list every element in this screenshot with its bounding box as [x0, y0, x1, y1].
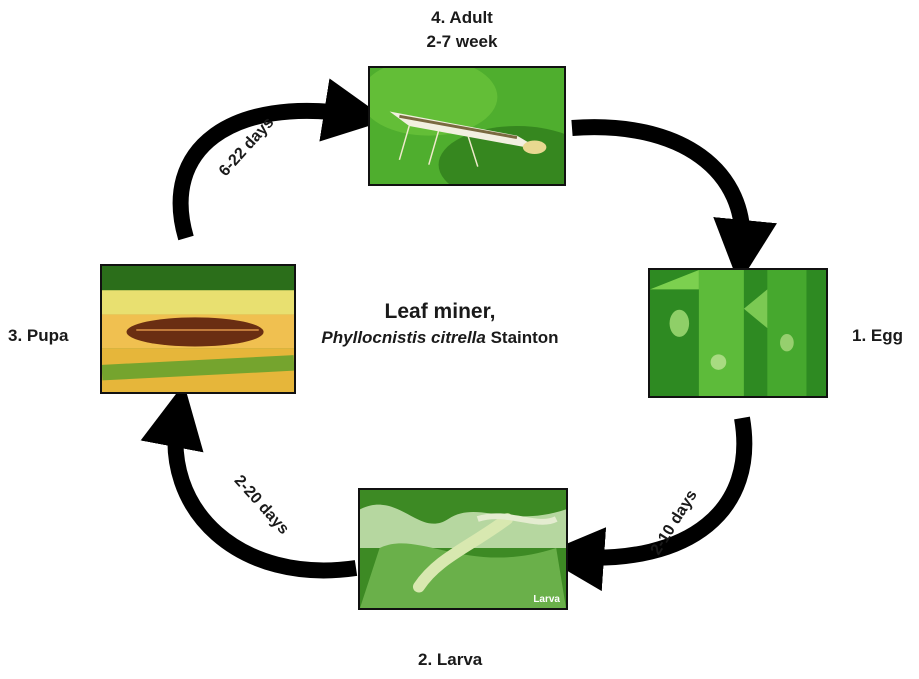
egg-stage-label: 1. Egg	[852, 326, 904, 345]
egg-photo	[648, 268, 828, 398]
title-authority: Stainton	[490, 328, 559, 347]
arrow-pupa-to-adult	[172, 78, 388, 241]
pupa-stage-label: 3. Pupa	[8, 326, 69, 345]
arrow-larva-to-pupa	[140, 383, 358, 579]
adult-label: 4. Adult	[431, 8, 493, 27]
arrow-adult-to-egg	[571, 119, 777, 284]
title-species: citrella	[431, 328, 486, 347]
duration-larva-to-pupa: 2-20 days	[231, 472, 293, 538]
larva-stage-label: 2. Larva	[418, 650, 483, 669]
arrow-egg-to-larva	[540, 416, 753, 592]
diagram-title: Leaf miner, Phyllocnistis citrella Stain…	[300, 300, 580, 348]
adult-duration: 2-7 week	[426, 32, 498, 51]
larva-photo: Larva	[358, 488, 568, 610]
larva-photo-caption: Larva	[533, 594, 560, 605]
title-scientific-name: Phyllocnistis citrella Stainton	[300, 328, 580, 348]
adult-stage-label: 4. Adult 2-7 week	[402, 8, 522, 52]
pupa-image	[102, 266, 294, 392]
adult-moth-image	[370, 68, 564, 184]
larva-image	[360, 490, 566, 608]
egg-image	[650, 270, 826, 396]
pupa-photo	[100, 264, 296, 394]
title-common-name: Leaf miner,	[384, 300, 496, 323]
adult-photo	[368, 66, 566, 186]
title-genus: Phyllocnistis	[321, 328, 427, 347]
